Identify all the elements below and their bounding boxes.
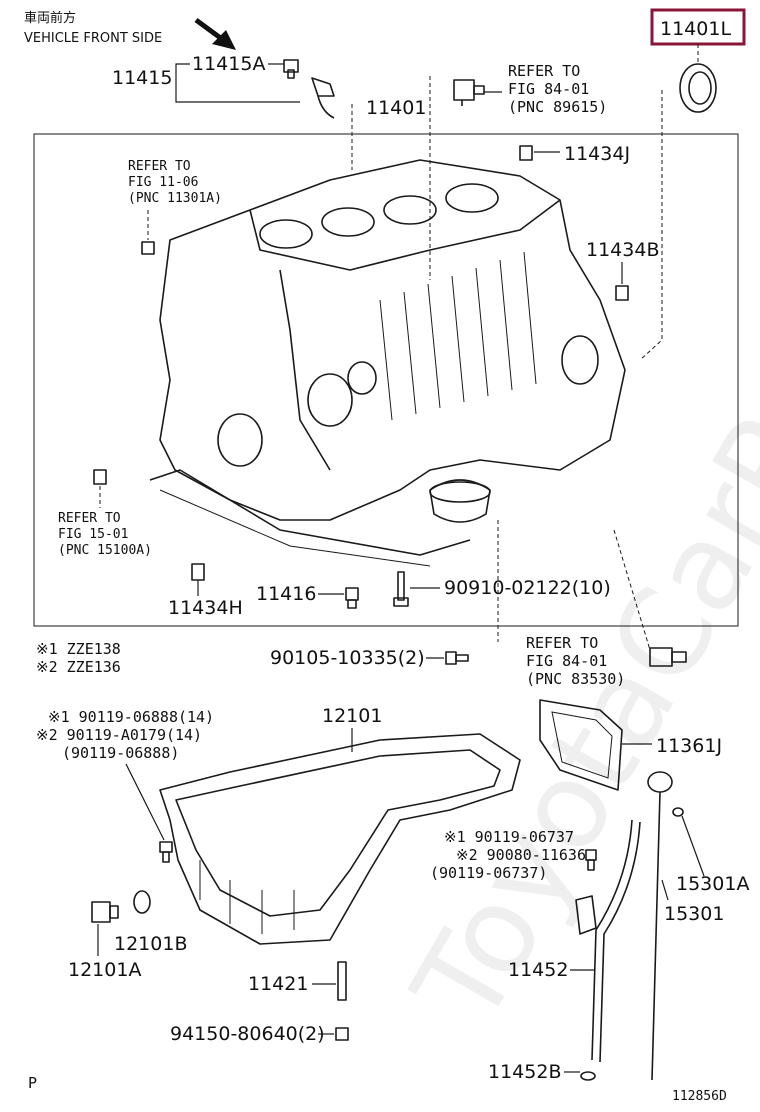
block-group-frame bbox=[33, 133, 739, 627]
watermark: ToyotaCarPartsRu bbox=[387, 67, 760, 1048]
bolt-right-line1: ※1 90119-06737 bbox=[444, 828, 574, 846]
refer-mid-line1: REFER TO bbox=[58, 511, 121, 526]
label-11416: 11416 bbox=[256, 583, 316, 605]
header-jp: 車両前方 bbox=[24, 10, 76, 26]
label-12101: 12101 bbox=[322, 705, 382, 727]
label-90910-02122: 90910-02122(10) bbox=[444, 577, 611, 599]
union-11415A[interactable] bbox=[283, 59, 299, 79]
label-11401: 11401 bbox=[366, 97, 426, 119]
refer-top-line2: FIG 84-01 bbox=[508, 80, 589, 98]
drain-gasket-12101B[interactable] bbox=[133, 890, 151, 914]
bolt-90910-02122[interactable] bbox=[393, 571, 409, 607]
label-11434H: 11434H bbox=[168, 597, 243, 619]
label-12101B: 12101B bbox=[114, 933, 187, 955]
figure-number: 112856D bbox=[672, 1089, 727, 1104]
label-11452: 11452 bbox=[508, 959, 568, 981]
note-zze138: ※1 ZZE138 bbox=[36, 640, 121, 658]
bolt-right-line3: (90119-06737) bbox=[430, 864, 547, 882]
cylinder-block-11401[interactable] bbox=[149, 159, 626, 567]
label-12101A: 12101A bbox=[68, 959, 141, 981]
oil-level-gauge-15301[interactable] bbox=[647, 771, 684, 1081]
label-11361J: 11361J bbox=[656, 735, 722, 757]
refer-right-line1: REFER TO bbox=[526, 634, 598, 652]
bolt-pan-left[interactable] bbox=[159, 841, 173, 863]
plug-11416[interactable] bbox=[345, 587, 359, 609]
label-94150-80640: 94150-80640(2) bbox=[170, 1023, 325, 1045]
oil-seal-11401L[interactable] bbox=[679, 63, 717, 113]
oil-pan-12101[interactable] bbox=[159, 733, 521, 945]
front-direction-arrow-icon bbox=[194, 17, 236, 50]
gauge-guide-11452[interactable] bbox=[575, 819, 641, 1063]
label-11401L: 11401L bbox=[660, 18, 731, 40]
nut-94150-80640[interactable] bbox=[335, 1027, 349, 1041]
oil-level-sensor[interactable] bbox=[649, 647, 687, 667]
bolt-pan-right[interactable] bbox=[585, 849, 597, 871]
bolt-right-line2: ※2 90080-11636 bbox=[456, 846, 586, 864]
label-11415: 11415 bbox=[112, 67, 172, 89]
dowel-pin-11434J[interactable] bbox=[519, 145, 533, 161]
dowel-pin-mid[interactable] bbox=[93, 469, 107, 485]
label-11452B: 11452B bbox=[488, 1061, 561, 1083]
baffle-plate-11361J[interactable] bbox=[539, 699, 623, 791]
drain-plug-12101A[interactable] bbox=[91, 901, 119, 923]
o-ring-11452B[interactable] bbox=[580, 1071, 596, 1081]
note-zze136: ※2 ZZE136 bbox=[36, 658, 121, 676]
bolt-left-line3: (90119-06888) bbox=[62, 744, 179, 762]
label-15301A: 15301A bbox=[676, 873, 749, 895]
hose-fitting-11415[interactable] bbox=[311, 77, 335, 119]
stud-bolt-front[interactable] bbox=[141, 241, 155, 255]
bolt-left-line2: ※2 90119-A0179(14) bbox=[36, 726, 202, 744]
dowel-pin-11434H[interactable] bbox=[191, 563, 205, 581]
dowel-pin-11434B[interactable] bbox=[615, 285, 629, 301]
corner-mark: P bbox=[28, 1074, 37, 1092]
label-11421: 11421 bbox=[248, 973, 308, 995]
refer-mid-line3: (PNC 15100A) bbox=[58, 543, 152, 558]
refer-mid-line2: FIG 15-01 bbox=[58, 527, 128, 542]
refer-top-line1: REFER TO bbox=[508, 62, 580, 80]
label-11434B: 11434B bbox=[586, 239, 659, 261]
header-en: VEHICLE FRONT SIDE bbox=[24, 31, 162, 46]
refer-top-line3: (PNC 89615) bbox=[508, 98, 607, 116]
refer-right-line2: FIG 84-01 bbox=[526, 652, 607, 670]
oil-pressure-switch[interactable] bbox=[453, 79, 485, 106]
label-11434J: 11434J bbox=[564, 143, 630, 165]
refer-right-line3: (PNC 83530) bbox=[526, 670, 625, 688]
label-15301: 15301 bbox=[664, 903, 724, 925]
label-11415A: 11415A bbox=[192, 53, 265, 75]
refer-left-line3: (PNC 11301A) bbox=[128, 191, 222, 206]
refer-left-line2: FIG 11-06 bbox=[128, 175, 198, 190]
bolt-left-line1: ※1 90119-06888(14) bbox=[48, 708, 214, 726]
refer-left-line1: REFER TO bbox=[128, 159, 191, 174]
label-90105-10335: 90105-10335(2) bbox=[270, 647, 425, 669]
bolt-90105-10335[interactable] bbox=[445, 651, 469, 665]
stud-11421[interactable] bbox=[337, 961, 347, 1001]
